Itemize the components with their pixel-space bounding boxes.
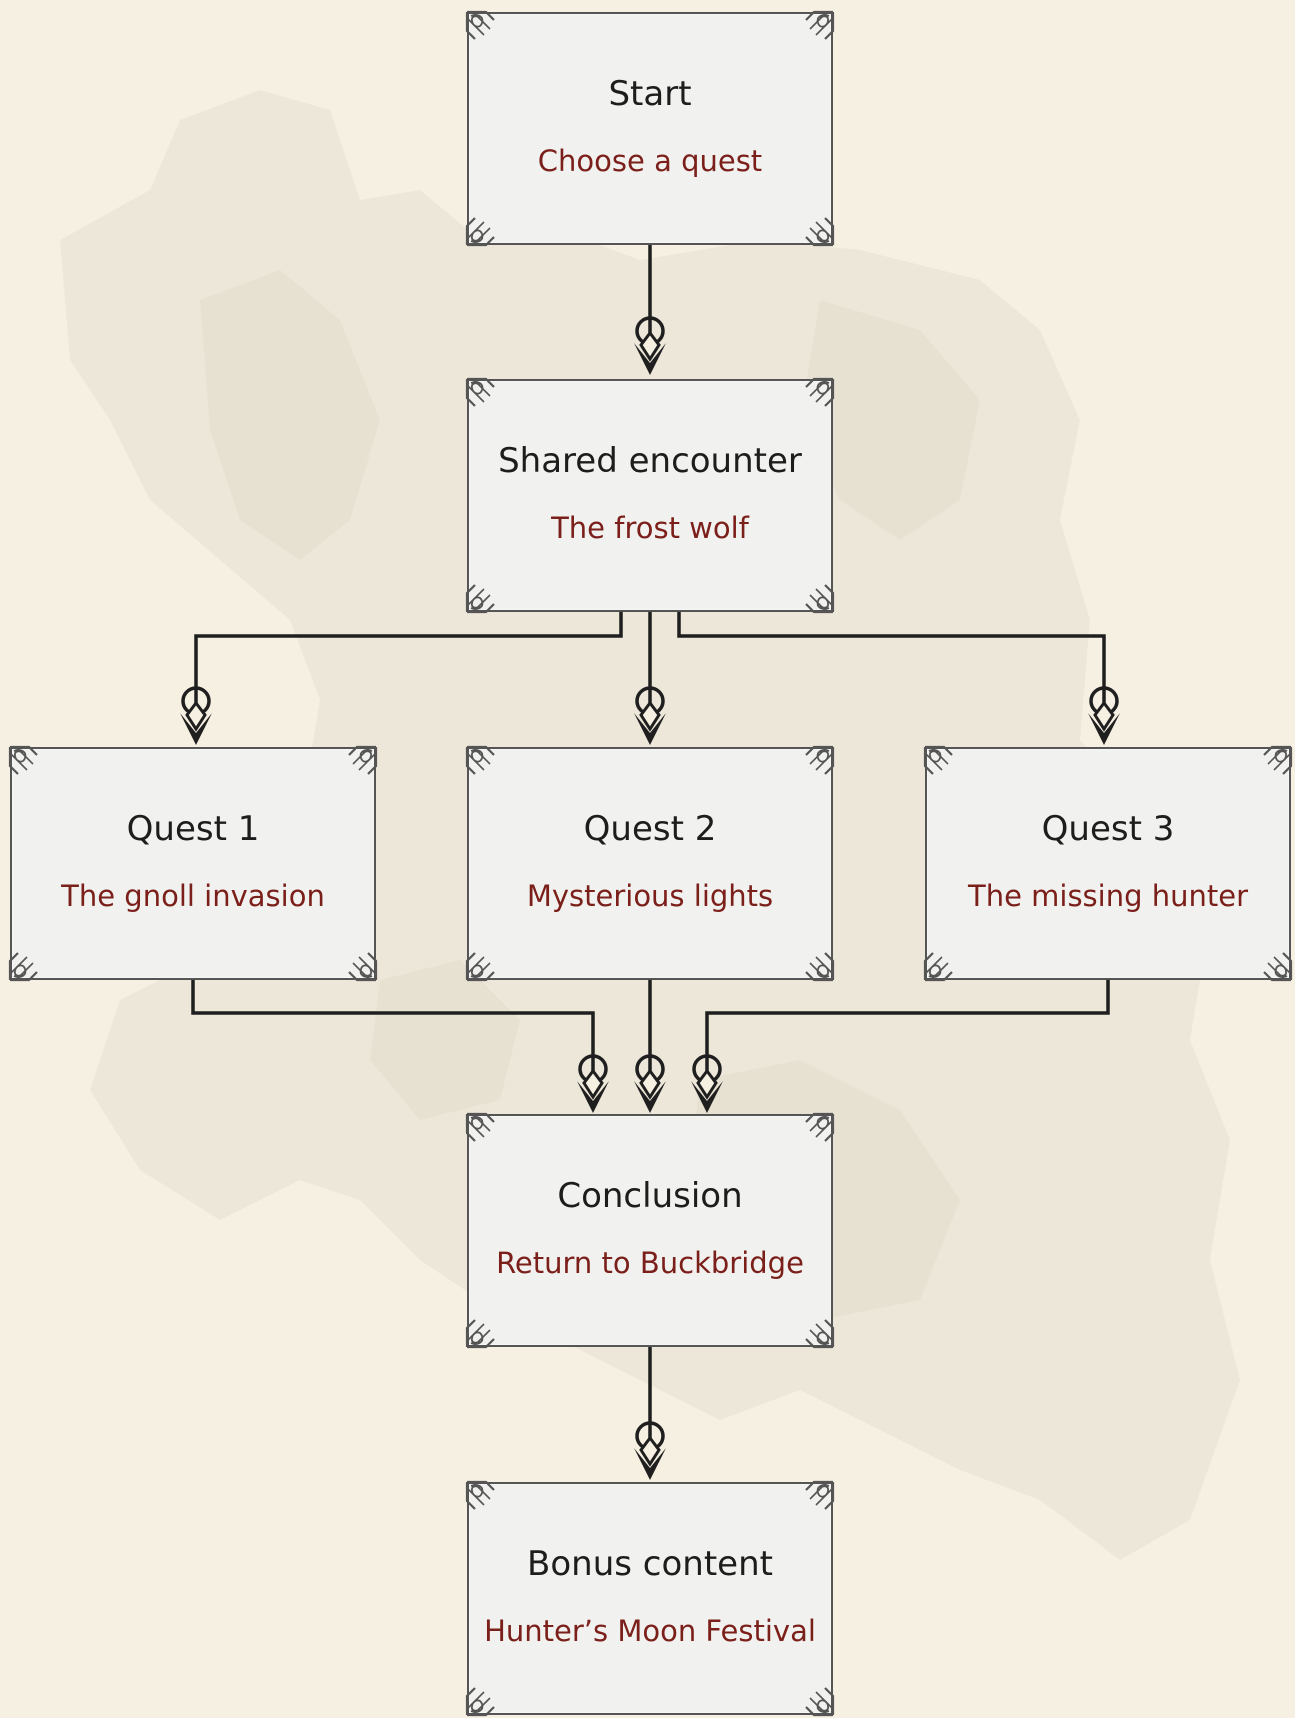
- corner-knot-icon: [8, 745, 39, 776]
- node-subtitle: The gnoll invasion: [61, 878, 325, 913]
- node-title: Bonus content: [527, 1543, 773, 1584]
- corner-knot-icon: [1262, 951, 1293, 982]
- corner-knot-icon: [804, 377, 835, 408]
- corner-knot-icon: [465, 377, 496, 408]
- node-shared-encounter[interactable]: Shared encounter The frost wolf: [465, 377, 835, 614]
- corner-knot-icon: [465, 951, 496, 982]
- corner-knot-icon: [923, 745, 954, 776]
- corner-knot-icon: [804, 951, 835, 982]
- corner-knot-icon: [347, 951, 378, 982]
- corner-knot-icon: [1262, 745, 1293, 776]
- corner-knot-icon: [465, 1112, 496, 1143]
- node-subtitle: Hunter’s Moon Festival: [484, 1613, 816, 1648]
- corner-knot-icon: [347, 745, 378, 776]
- corner-knot-icon: [804, 1318, 835, 1349]
- corner-knot-icon: [465, 745, 496, 776]
- corner-knot-icon: [465, 1686, 496, 1717]
- node-quest-3[interactable]: Quest 3 The missing hunter: [923, 745, 1293, 982]
- node-quest-1[interactable]: Quest 1 The gnoll invasion: [8, 745, 378, 982]
- node-subtitle: Return to Buckbridge: [496, 1245, 804, 1280]
- corner-knot-icon: [804, 1112, 835, 1143]
- node-start[interactable]: Start Choose a quest: [465, 10, 835, 247]
- node-subtitle: The frost wolf: [551, 510, 749, 545]
- corner-knot-icon: [804, 745, 835, 776]
- node-quest-2[interactable]: Quest 2 Mysterious lights: [465, 745, 835, 982]
- corner-knot-icon: [465, 10, 496, 41]
- node-title: Quest 3: [1041, 808, 1175, 849]
- corner-knot-icon: [465, 1318, 496, 1349]
- corner-knot-icon: [804, 10, 835, 41]
- node-title: Quest 1: [126, 808, 260, 849]
- corner-knot-icon: [465, 583, 496, 614]
- corner-knot-icon: [8, 951, 39, 982]
- corner-knot-icon: [804, 216, 835, 247]
- node-title: Start: [608, 73, 692, 114]
- node-bonus-content[interactable]: Bonus content Hunter’s Moon Festival: [465, 1480, 835, 1717]
- node-conclusion[interactable]: Conclusion Return to Buckbridge: [465, 1112, 835, 1349]
- node-subtitle: Choose a quest: [537, 143, 763, 178]
- node-subtitle: Mysterious lights: [526, 878, 774, 913]
- corner-knot-icon: [923, 951, 954, 982]
- node-subtitle: The missing hunter: [967, 878, 1249, 913]
- node-title: Conclusion: [557, 1175, 743, 1216]
- node-title: Quest 2: [583, 808, 717, 849]
- corner-knot-icon: [804, 583, 835, 614]
- corner-knot-icon: [465, 216, 496, 247]
- corner-knot-icon: [804, 1686, 835, 1717]
- node-title: Shared encounter: [498, 440, 802, 481]
- corner-knot-icon: [804, 1480, 835, 1511]
- corner-knot-icon: [465, 1480, 496, 1511]
